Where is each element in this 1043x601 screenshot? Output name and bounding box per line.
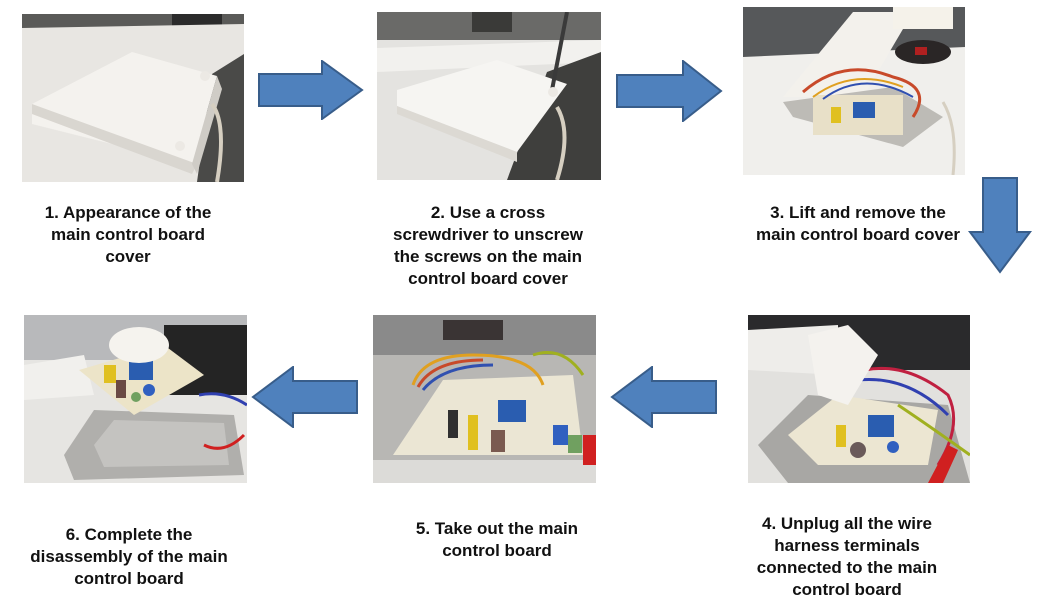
caption-line: harness terminals [774, 536, 920, 555]
arrow-down-icon [968, 176, 1032, 274]
step-2-photo [377, 12, 601, 180]
arrow-left-icon [251, 366, 359, 428]
caption-line: control board cover [408, 269, 568, 288]
step-1-photo [22, 14, 244, 182]
step-5-caption: 5. Take out the main control board [392, 518, 602, 562]
arrow-left-icon [610, 366, 718, 428]
caption-line: control board [74, 569, 184, 588]
step-6-photo [24, 315, 247, 483]
caption-line: 1. Appearance of the [44, 203, 212, 222]
caption-line: 4. Unplug all the wire [761, 514, 933, 533]
step-2-caption: 2. Use a cross screwdriver to unscrew th… [370, 202, 606, 290]
caption-line: 2. Use a cross [430, 203, 546, 222]
step-3-caption: 3. Lift and remove the main control boar… [738, 202, 978, 246]
caption-line: cover [105, 247, 151, 266]
caption-line: screwdriver to unscrew [393, 225, 583, 244]
caption-line: main control board cover [755, 225, 961, 244]
arrow-right-icon [615, 60, 723, 122]
caption-line: main control board [51, 225, 205, 244]
step-4-caption: 4. Unplug all the wire harness terminals… [738, 513, 956, 601]
arrow-right-icon [257, 60, 364, 120]
step-4-photo [748, 315, 970, 483]
step-6-caption: 6. Complete the disassembly of the main … [10, 524, 248, 590]
caption-line: connected to the main [756, 558, 938, 577]
caption-line: control board [792, 580, 902, 599]
caption-line: 6. Complete the [65, 525, 193, 544]
step-3-photo [743, 7, 965, 175]
step-1-caption: 1. Appearance of the main control board … [0, 202, 256, 268]
caption-line: 5. Take out the main [415, 519, 579, 538]
caption-line: 3. Lift and remove the [770, 203, 946, 222]
caption-line: control board [442, 541, 552, 560]
caption-line: the screws on the main [394, 247, 582, 266]
step-5-photo [373, 315, 596, 483]
caption-line: disassembly of the main [30, 547, 228, 566]
